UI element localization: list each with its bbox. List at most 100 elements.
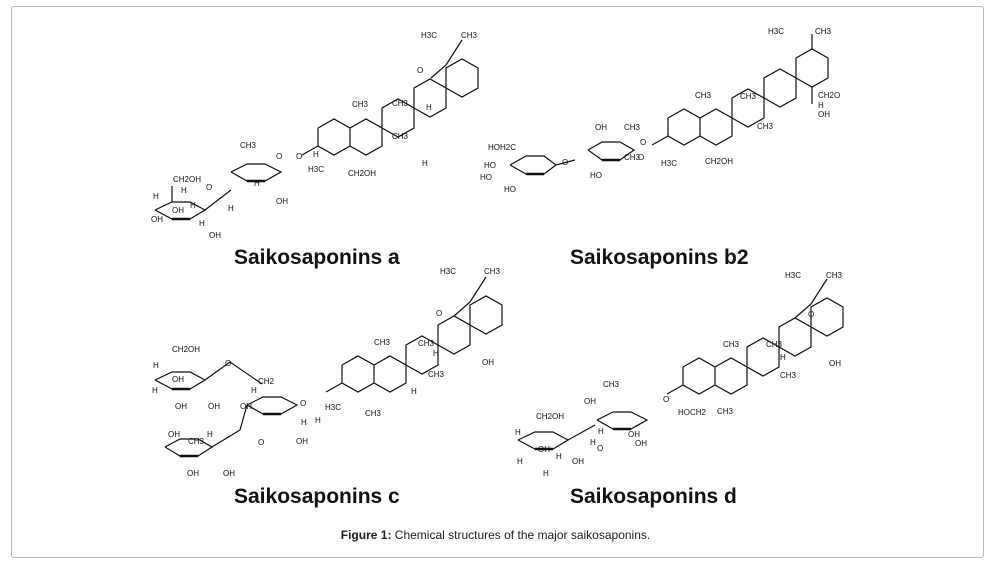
atom-label: H3C — [325, 403, 341, 412]
atom-label: OH — [172, 206, 184, 215]
atom-label: O — [638, 153, 644, 162]
figure-caption: Figure 1: Chemical structures of the maj… — [0, 528, 991, 542]
label-saikosaponin-c: Saikosaponins c — [234, 485, 400, 508]
atom-label: H — [598, 427, 604, 436]
atom-label: HO — [504, 185, 516, 194]
atom-label: H — [426, 103, 432, 112]
atom-label: O — [225, 359, 231, 368]
atom-label: H — [152, 386, 158, 395]
atom-label: H — [207, 430, 213, 439]
atom-label: CH3 — [428, 370, 445, 379]
caption-text: Chemical structures of the major saikosa… — [391, 528, 651, 542]
atom-label: HOH2C — [488, 143, 516, 152]
atom-label: OH — [829, 359, 841, 368]
atom-label: O — [417, 66, 423, 75]
label-saikosaponin-a: Saikosaponins a — [234, 246, 400, 269]
label-saikosaponin-d: Saikosaponins d — [570, 485, 737, 508]
atom-label: H3C — [421, 31, 437, 40]
atom-label: H — [301, 418, 307, 427]
atom-label: O — [436, 309, 442, 318]
atom-label: CH3 — [757, 122, 774, 131]
label-saikosaponin-b2: Saikosaponins b2 — [570, 246, 749, 269]
atom-label: CH2 — [258, 377, 275, 386]
atom-label: OH — [538, 445, 550, 454]
atom-label: CH3 — [717, 407, 734, 416]
atom-label: CH3 — [695, 91, 712, 100]
atom-label: H — [556, 452, 562, 461]
atom-label: O — [663, 395, 669, 404]
atom-label: OH — [240, 402, 252, 411]
atom-label: H — [315, 416, 321, 425]
atom-label: H3C — [308, 165, 324, 174]
atom-label: H — [190, 201, 196, 210]
atom-label: CH3 — [815, 27, 832, 36]
caption-label: Figure 1: — [340, 528, 392, 542]
atom-label: H — [153, 361, 159, 370]
atom-label: CH3 — [766, 340, 783, 349]
atom-label: CH3 — [826, 271, 843, 280]
atom-label: CH3 — [740, 92, 757, 101]
atom-label: H3C — [768, 27, 784, 36]
atom-label: O — [597, 444, 603, 453]
atom-label: CH2OH — [172, 345, 200, 354]
atom-label: CH3 — [624, 153, 641, 162]
atom-label: OH — [818, 110, 830, 119]
atom-label: O — [258, 438, 264, 447]
atom-label: CH3 — [352, 100, 369, 109]
atom-label: OH — [296, 437, 308, 446]
atom-label: H — [254, 179, 260, 188]
atom-label: O — [562, 158, 568, 167]
atom-label: OH — [223, 469, 235, 478]
atom-label: CH3 — [780, 371, 797, 380]
atom-label: OH — [209, 231, 221, 240]
atom-label: H — [251, 386, 257, 395]
atom-label: H — [780, 353, 786, 362]
atom-label: HO — [480, 173, 492, 182]
atom-label: CH3 — [624, 123, 641, 132]
atom-label: CH2OH — [536, 412, 564, 421]
figure-frame — [11, 6, 984, 558]
atom-label: H3C — [661, 159, 677, 168]
atom-label: HO — [484, 161, 496, 170]
atom-label: CH2OH — [173, 175, 201, 184]
atom-label: H — [590, 438, 596, 447]
atom-label: CH3 — [484, 267, 501, 276]
atom-label: OH — [482, 358, 494, 367]
atom-label: OH — [635, 439, 647, 448]
atom-label: HO — [590, 171, 602, 180]
atom-label: O — [276, 152, 282, 161]
atom-label: H3C — [785, 271, 801, 280]
atom-label: CH3 — [374, 338, 391, 347]
atom-label: CH3 — [461, 31, 478, 40]
atom-label: OH — [628, 430, 640, 439]
atom-label: O — [300, 399, 306, 408]
atom-label: CH2OH — [348, 169, 376, 178]
atom-label: O — [640, 138, 646, 147]
atom-label: H — [433, 349, 439, 358]
atom-label: OH — [168, 430, 180, 439]
atom-label: H — [411, 387, 417, 396]
atom-label: H — [517, 457, 523, 466]
atom-label: HOCH2 — [678, 408, 707, 417]
atom-label: O — [206, 183, 212, 192]
atom-label: OH — [276, 197, 288, 206]
atom-label: H — [818, 101, 824, 110]
atom-label: OH — [572, 457, 584, 466]
atom-label: H — [543, 469, 549, 478]
atom-label: H — [199, 219, 205, 228]
atom-label: H — [228, 204, 234, 213]
atom-label: CH3 — [418, 339, 435, 348]
atom-label: CH3 — [723, 340, 740, 349]
atom-label: OH — [595, 123, 607, 132]
atom-label: O — [808, 310, 814, 319]
atom-label: OH — [172, 375, 184, 384]
atom-label: O — [296, 152, 302, 161]
atom-label: OH — [187, 469, 199, 478]
atom-label: H — [313, 150, 319, 159]
atom-label: CH2O — [818, 91, 840, 100]
atom-label: H — [422, 159, 428, 168]
